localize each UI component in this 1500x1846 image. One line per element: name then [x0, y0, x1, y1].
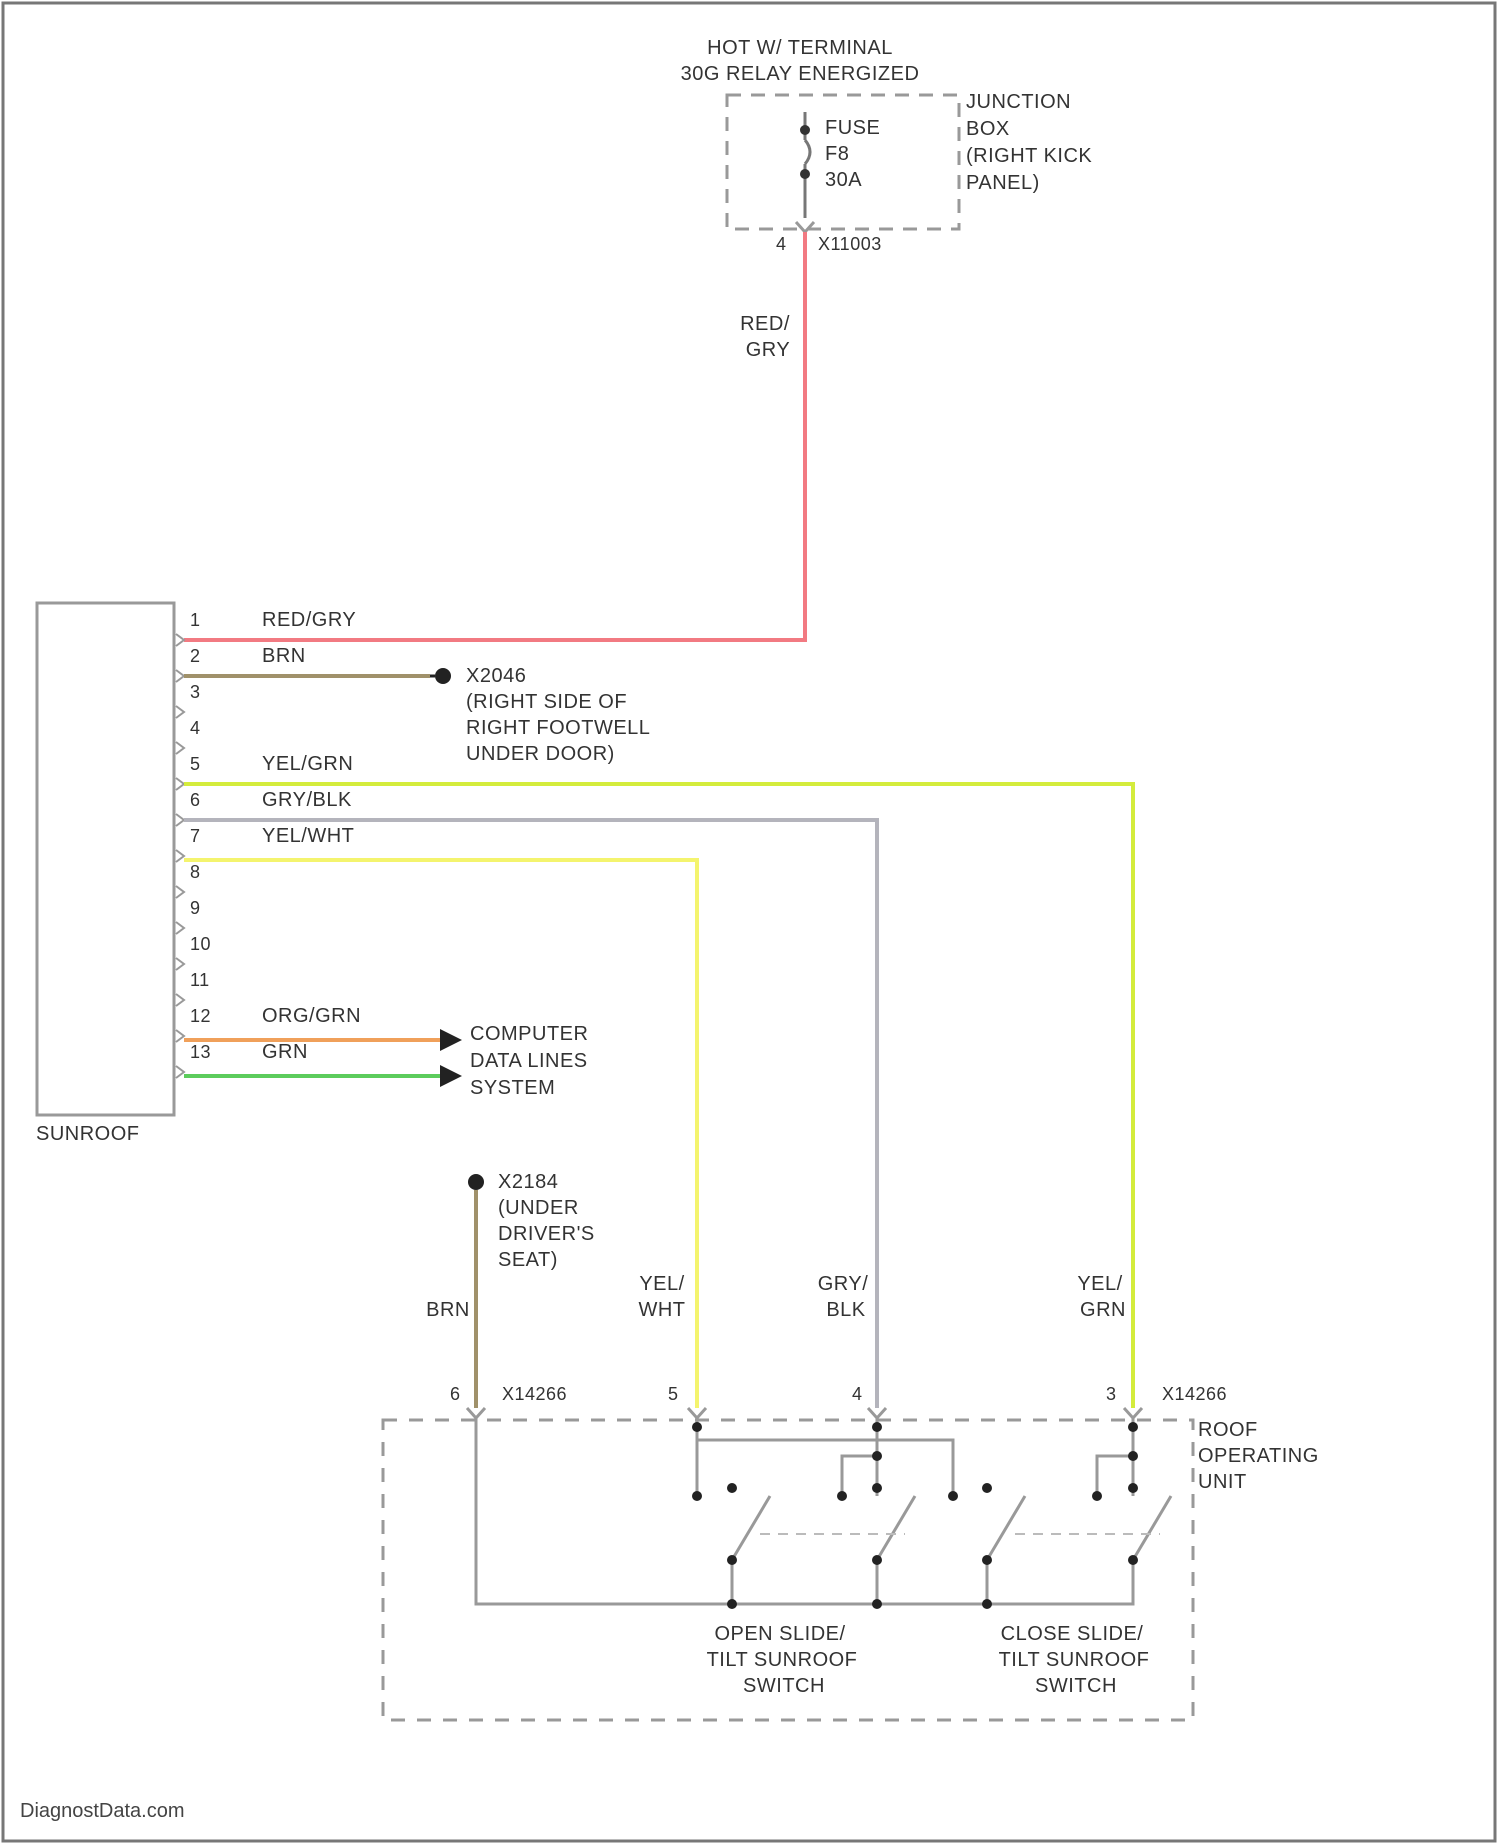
- fuse-label-2: F8: [825, 143, 849, 165]
- roof-connector-pin-4: 4: [852, 1384, 863, 1404]
- junction-box-label-3: (RIGHT KICK: [966, 145, 1092, 167]
- roof-operating-unit-label-1: ROOF: [1198, 1419, 1258, 1441]
- fuse-label-1: FUSE: [825, 117, 880, 139]
- wire-gry-blk: [184, 820, 877, 1408]
- sunroof-pin-1: 1: [190, 610, 201, 630]
- computer-data-lines-2: DATA LINES: [470, 1050, 588, 1072]
- sunroof-pin-1-wire: RED/GRY: [262, 609, 356, 631]
- wire-red-gry-label-1: RED/: [740, 313, 790, 335]
- wire-red-gry: [184, 232, 805, 640]
- sunroof-pin-3: 3: [190, 682, 201, 702]
- sunroof-pin-5-wire: YEL/GRN: [262, 753, 353, 775]
- sunroof-pin-12: 12: [190, 1006, 211, 1026]
- sunroof-pin-13: 13: [190, 1042, 211, 1062]
- ground-x2046-loc-2: RIGHT FOOTWELL: [466, 717, 650, 739]
- wire-red-gry-label-2: GRY: [746, 339, 790, 361]
- roof-connector-pin-6: 6: [450, 1384, 461, 1404]
- sunroof-pin-7-wire: YEL/WHT: [262, 825, 354, 847]
- sunroof-module-name: SUNROOF: [36, 1123, 140, 1145]
- roof-wire-yel-wht-label-1: YEL/: [639, 1273, 684, 1295]
- connector-x11003-pin: 4: [776, 234, 787, 254]
- computer-data-lines-3: SYSTEM: [470, 1077, 555, 1099]
- sunroof-pin-8: 8: [190, 862, 201, 882]
- fuse-f8: [800, 112, 810, 218]
- sunroof-pin-6: 6: [190, 790, 201, 810]
- ground-x2046-icon: [435, 668, 451, 684]
- close-switch-label-2: TILT SUNROOF: [999, 1649, 1150, 1671]
- arrow-grn-icon: [440, 1065, 462, 1087]
- sunroof-pin-2-wire: BRN: [262, 645, 306, 667]
- ground-x2184-loc-1: (UNDER: [498, 1197, 579, 1219]
- roof-unit-internal-wiring: [476, 1418, 1171, 1604]
- ground-x2184-icon: [468, 1174, 484, 1190]
- junction-box-label-4: PANEL): [966, 172, 1040, 194]
- ground-x2184-loc-2: DRIVER'S: [498, 1223, 595, 1245]
- wire-yel-wht: [184, 860, 697, 1408]
- sunroof-pin-10: 10: [190, 934, 211, 954]
- roof-operating-unit-label-3: UNIT: [1198, 1471, 1247, 1493]
- ground-x2184-id: X2184: [498, 1171, 558, 1193]
- arrow-org-grn-icon: [440, 1029, 462, 1051]
- roof-wire-yel-grn-label-1: YEL/: [1077, 1273, 1122, 1295]
- roof-connector-pin-5: 5: [668, 1384, 679, 1404]
- ground-x2046-loc-3: UNDER DOOR): [466, 743, 615, 765]
- close-switch-label-1: CLOSE SLIDE/: [1001, 1623, 1144, 1645]
- close-switch-label-3: SWITCH: [1035, 1675, 1117, 1697]
- ground-x2046-loc-1: (RIGHT SIDE OF: [466, 691, 627, 713]
- roof-wire-yel-grn-label-2: GRN: [1080, 1299, 1126, 1321]
- sunroof-pin-stubs: [176, 634, 184, 1078]
- roof-wire-yel-wht-label-2: WHT: [638, 1299, 685, 1321]
- roof-connector-id-left: X14266: [502, 1384, 567, 1404]
- sunroof-pin-13-wire: GRN: [262, 1041, 308, 1063]
- page-border: [3, 3, 1495, 1841]
- sunroof-pin-2: 2: [190, 646, 201, 666]
- roof-connector-pin-3: 3: [1106, 1384, 1117, 1404]
- sunroof-pin-12-wire: ORG/GRN: [262, 1005, 361, 1027]
- power-source-line1: HOT W/ TERMINAL: [707, 37, 893, 59]
- sunroof-module-box: [37, 603, 174, 1115]
- roof-connector-terminals: [467, 1408, 1142, 1418]
- sunroof-pin-9: 9: [190, 898, 201, 918]
- roof-wire-gry-blk-label-2: BLK: [826, 1299, 865, 1321]
- junction-box-label-2: BOX: [966, 118, 1010, 140]
- roof-operating-unit-label-2: OPERATING: [1198, 1445, 1319, 1467]
- sunroof-pin-4: 4: [190, 718, 201, 738]
- junction-box-label-1: JUNCTION: [966, 91, 1071, 113]
- fuse-label-3: 30A: [825, 169, 862, 191]
- watermark: DiagnostData.com: [20, 1800, 185, 1823]
- sunroof-pin-5: 5: [190, 754, 201, 774]
- sunroof-pin-7: 7: [190, 826, 201, 846]
- open-switch-label-3: SWITCH: [743, 1675, 825, 1697]
- sunroof-pin-11: 11: [190, 970, 210, 990]
- roof-connector-id-right: X14266: [1162, 1384, 1227, 1404]
- open-switch-label-2: TILT SUNROOF: [707, 1649, 858, 1671]
- open-switch-label-1: OPEN SLIDE/: [714, 1623, 845, 1645]
- roof-wire-brn-label: BRN: [426, 1299, 470, 1321]
- computer-data-lines-1: COMPUTER: [470, 1023, 588, 1045]
- sunroof-pin-6-wire: GRY/BLK: [262, 789, 352, 811]
- connector-x11003-id: X11003: [818, 234, 882, 254]
- ground-x2046-id: X2046: [466, 665, 526, 687]
- roof-wire-gry-blk-label-1: GRY/: [818, 1273, 869, 1295]
- ground-x2184-loc-3: SEAT): [498, 1249, 558, 1271]
- power-source-line2: 30G RELAY ENERGIZED: [681, 63, 920, 85]
